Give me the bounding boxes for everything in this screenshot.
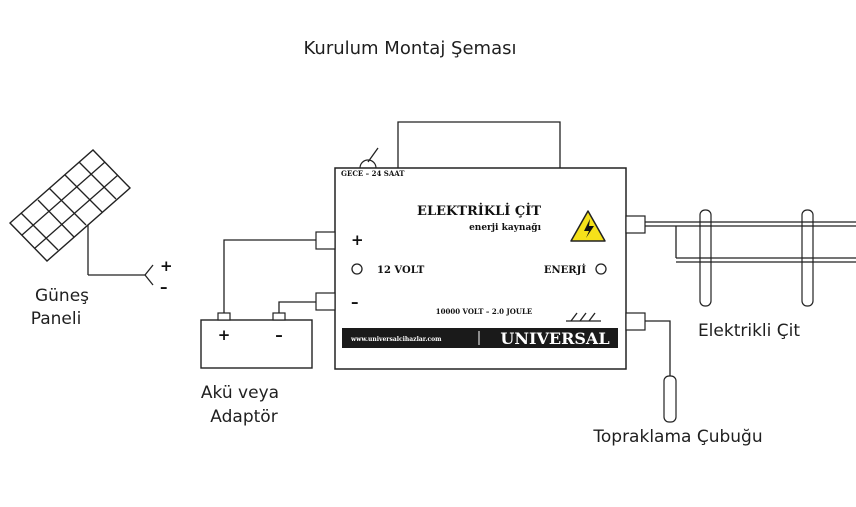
device-name: ELEKTRİKLİ ÇİT [417, 203, 541, 219]
battery-label-2: Adaptör [210, 407, 277, 427]
device-minus-label: – [351, 293, 359, 311]
input-voltage-label: 12 VOLT [377, 265, 425, 276]
night-mode-label: GECE – 24 SAAT [341, 169, 405, 178]
website-label: www.universalcihazlar.com [350, 336, 442, 343]
solar-plus-terminal: + [160, 257, 173, 275]
battery [200, 312, 313, 369]
spec-label: 10000 VOLT – 2.0 JOULE [436, 307, 533, 316]
ground-rod-label: Topraklama Çubuğu [592, 427, 762, 447]
diagram-title: Kurulum Montaj Şeması [304, 38, 517, 59]
solar-minus-terminal: – [160, 278, 168, 296]
electric-fence [645, 209, 856, 307]
battery-minus-wire [278, 301, 318, 313]
solar-panel [8, 149, 154, 286]
device-subtitle: enerji kaynağı [469, 223, 542, 233]
device-plus-label: + [351, 231, 364, 249]
battery-plus-wire [223, 239, 318, 313]
solar-panel-label-1: Güneş [35, 286, 89, 306]
energy-label: ENERJİ [544, 263, 586, 276]
ground-wire [645, 320, 671, 376]
sensor-wire-loop [397, 121, 561, 168]
battery-minus-terminal: – [275, 326, 283, 344]
electric-fence-label: Elektrikli Çit [698, 321, 800, 341]
battery-label-1: Akü veya [201, 383, 279, 403]
battery-plus-terminal: + [218, 326, 231, 344]
solar-panel-label-2: Paneli [31, 309, 82, 329]
high-voltage-warning-icon [570, 210, 606, 242]
ground-rod [663, 375, 677, 423]
brand-label: UNIVERSAL [500, 329, 609, 348]
sensor-switch [359, 147, 379, 169]
fence-energizer [315, 167, 646, 370]
